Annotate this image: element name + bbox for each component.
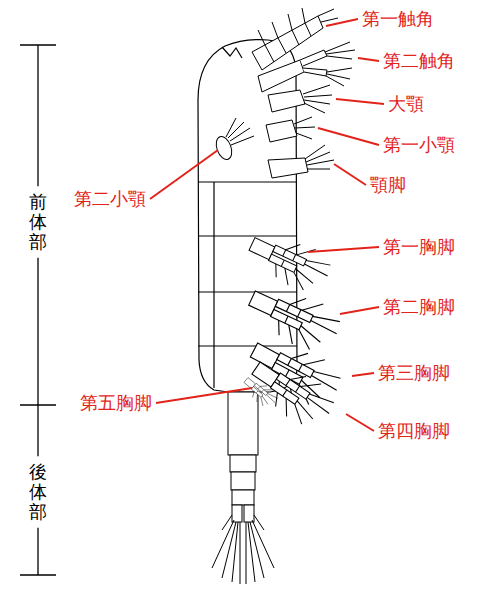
illustration-stroke	[226, 118, 236, 137]
illustration-stroke	[246, 522, 247, 584]
urosome	[212, 392, 274, 584]
illustration-stroke	[327, 56, 352, 59]
illustration-stroke	[321, 18, 338, 22]
part-label: 顎脚	[370, 174, 406, 196]
illustration-stroke	[213, 182, 214, 388]
part-label: 第三胸脚	[378, 362, 450, 384]
leader-line	[336, 99, 384, 104]
illustration-stroke	[300, 50, 327, 66]
region-label: 後体部	[29, 462, 47, 521]
illustration-stroke	[254, 515, 264, 530]
illustration-stroke	[222, 522, 236, 578]
illustration-stroke	[288, 14, 292, 30]
part-label: 第四胸脚	[378, 420, 450, 442]
illustration-stroke	[307, 160, 334, 165]
illustration-stroke	[244, 505, 254, 522]
second-antenna	[258, 42, 355, 92]
illustration-stroke	[231, 472, 255, 490]
leader-line	[334, 164, 366, 185]
illustration-stroke	[198, 291, 297, 292]
illustration-stroke	[307, 169, 330, 170]
swimming-legs	[240, 224, 347, 435]
illustration-stroke	[306, 152, 330, 162]
bracket-line	[37, 405, 38, 456]
part-label: 第五胸脚	[80, 392, 152, 414]
illustration-stroke	[265, 45, 274, 62]
leader-line	[340, 307, 379, 314]
illustration-stroke	[198, 235, 297, 236]
illustration-stroke	[268, 158, 308, 178]
leader-line	[358, 58, 379, 61]
leader-line	[346, 414, 374, 431]
bracket-line	[37, 528, 38, 575]
mandible	[268, 85, 332, 113]
leader-line	[352, 373, 374, 376]
illustration-stroke	[305, 145, 325, 159]
leader-line	[326, 19, 358, 26]
illustration-stroke	[222, 515, 232, 530]
illustration-stroke	[303, 68, 327, 76]
leader-line	[318, 128, 379, 145]
part-label: 大顎	[388, 93, 424, 115]
leader-line	[150, 150, 218, 199]
leader-line	[308, 247, 379, 252]
illustration-stroke	[294, 117, 312, 124]
illustration-stroke	[304, 100, 330, 104]
illustration-stroke	[326, 50, 355, 54]
illustration-stroke	[232, 505, 242, 522]
part-label: 第二触角	[383, 50, 455, 72]
maxilliped	[268, 145, 334, 178]
illustration-stroke	[326, 76, 344, 86]
part-label: 第二胸脚	[383, 296, 455, 318]
part-label: 第一触角	[362, 8, 434, 30]
illustration-stroke	[302, 8, 305, 23]
region-label: 前体部	[29, 192, 47, 251]
second-maxilla	[213, 118, 254, 162]
illustration-stroke	[296, 133, 312, 139]
part-label: 第二小顎	[74, 188, 146, 210]
illustration-stroke	[231, 136, 254, 145]
illustration-stroke	[304, 95, 332, 97]
first-maxilla	[266, 117, 315, 142]
illustration-stroke	[198, 345, 297, 346]
bracket-ticks	[20, 45, 56, 575]
first-antenna	[252, 8, 338, 70]
illustration-stroke	[248, 522, 255, 582]
illustration-stroke	[228, 392, 258, 455]
illustration-stroke	[278, 38, 286, 53]
illustration-stroke	[243, 224, 336, 299]
illustration-stroke	[305, 23, 311, 36]
leader-line	[156, 388, 252, 403]
illustration-stroke	[268, 90, 305, 112]
bracket-line	[37, 45, 38, 186]
illustration-stroke	[295, 127, 315, 128]
illustration-stroke	[252, 520, 274, 568]
illustration-stroke	[266, 120, 297, 142]
illustration-stroke	[213, 134, 234, 161]
illustration-stroke	[258, 60, 304, 92]
illustration-stroke	[318, 9, 334, 16]
illustration-stroke	[327, 68, 352, 72]
illustration-stroke	[325, 42, 350, 52]
illustration-stroke	[292, 30, 299, 45]
illustration-stroke	[228, 122, 244, 138]
illustration-stroke	[272, 22, 278, 38]
part-label: 第一胸脚	[383, 236, 455, 258]
bracket-line	[37, 258, 38, 405]
illustration-stroke	[222, 47, 242, 58]
illustration-stroke	[240, 372, 281, 411]
illustration-stroke	[232, 490, 254, 505]
illustration-stroke	[198, 181, 297, 182]
illustration-stroke	[232, 522, 238, 582]
illustration-stroke	[230, 455, 256, 472]
illustration-stroke	[258, 30, 265, 45]
illustration-stroke	[240, 522, 241, 584]
part-label: 第一小顎	[383, 134, 455, 156]
illustration-stroke	[304, 103, 325, 113]
illustration-stroke	[303, 85, 330, 94]
